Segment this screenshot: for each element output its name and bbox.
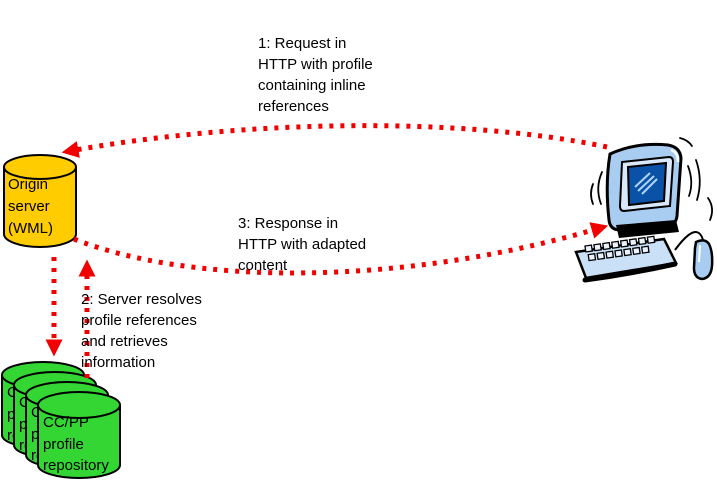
label-response: 3: Response in HTTP with adapted content [238, 215, 367, 274]
mouse-icon [692, 239, 714, 281]
label-request: 1: Request in HTTP with profile containi… [258, 35, 373, 115]
repository-cylinder-front [37, 391, 121, 479]
repository-label: CC/PP profile repository [43, 414, 109, 474]
motion-lines [590, 137, 713, 221]
label-resolve: 2: Server resolves profile references an… [81, 291, 202, 371]
origin-server-label: Origin server (WML) [8, 176, 53, 237]
desktop-computer-icon [574, 137, 714, 283]
origin-server-cylinder [3, 154, 77, 248]
screen-icon [626, 161, 668, 207]
arrow-request [61, 123, 608, 158]
